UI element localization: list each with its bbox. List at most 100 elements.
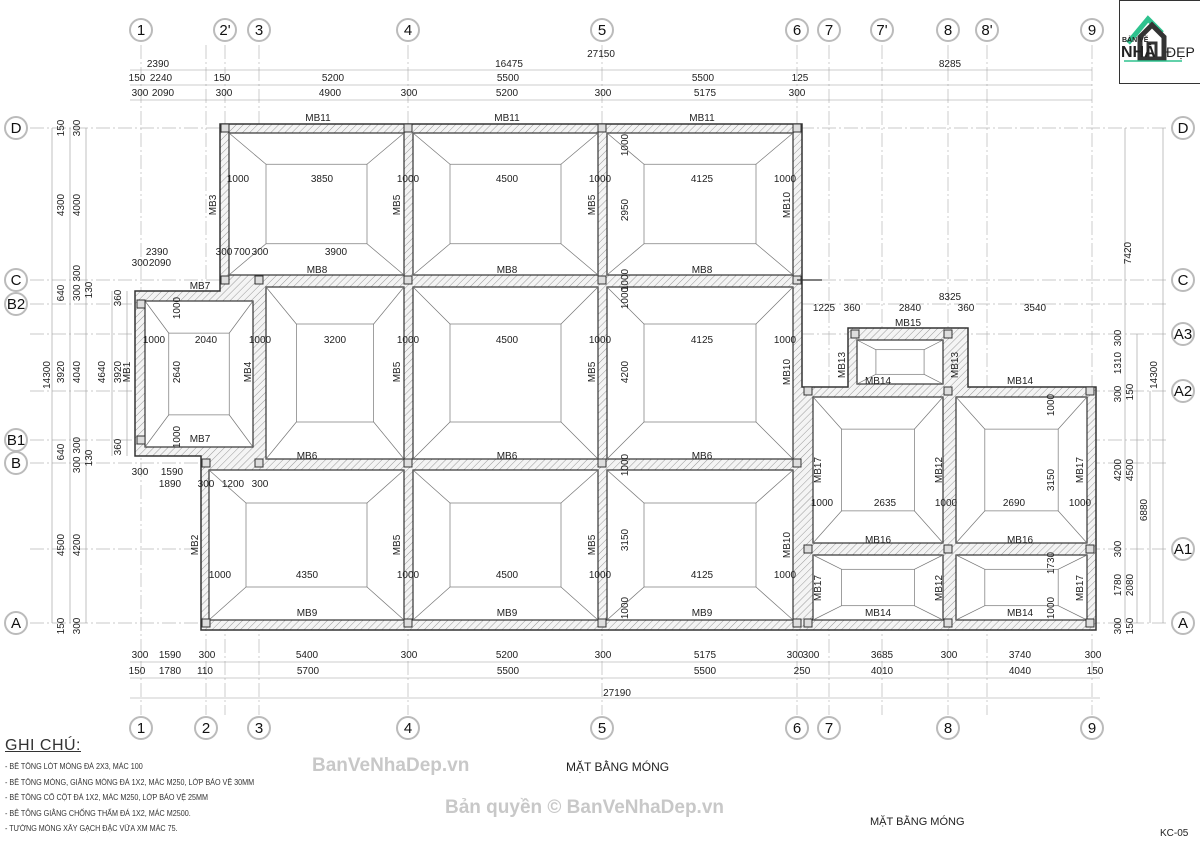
grid-label: B1 — [7, 432, 25, 449]
column — [803, 544, 813, 554]
dimension-label: 14300 — [1149, 361, 1160, 389]
grid-label: 8 — [944, 720, 952, 737]
beam-label: MB8 — [307, 265, 328, 276]
dimension-label: 300 — [132, 467, 149, 478]
beam-label: MB12 — [934, 457, 945, 484]
beam-label: MB16 — [865, 535, 892, 546]
dimension-label: 5500 — [497, 73, 520, 84]
dimension-label: 130 — [84, 281, 95, 298]
logo-text-nha: NHÀ — [1121, 42, 1156, 61]
dimension-label: 4500 — [56, 533, 67, 556]
grid-bubble: 7 — [817, 18, 841, 42]
column — [403, 618, 413, 628]
grid-bubble: 1 — [129, 18, 153, 42]
dimension-label: 3540 — [1024, 303, 1047, 314]
grid-label: 7 — [825, 22, 833, 39]
column — [254, 275, 264, 285]
dimension-label: 1000 — [589, 570, 612, 581]
grid-bubble: 2' — [213, 18, 237, 42]
column — [201, 618, 211, 628]
grid-bubble: 9 — [1080, 716, 1104, 740]
dimension-label: 5500 — [694, 666, 717, 677]
sheet-title: MẶT BẰNG MÓNG — [870, 816, 965, 828]
footing-pad — [412, 132, 599, 276]
dimension-label: 1000 — [774, 335, 797, 346]
dimension-label: 4500 — [496, 174, 519, 185]
note-line: - BÊ TÔNG MÓNG, GIẰNG MÓNG ĐÁ 1X2, MÁC M… — [5, 777, 255, 787]
column — [597, 123, 607, 133]
dimension-label: 300 — [1113, 385, 1124, 402]
column — [1085, 386, 1095, 396]
grid-bubble: 4 — [396, 18, 420, 42]
dimension-label: 5400 — [296, 650, 319, 661]
dimension-label: 3150 — [1046, 468, 1057, 491]
dimension-label: 4040 — [72, 360, 83, 383]
grid-label: 2' — [219, 22, 230, 39]
beam-label: MB14 — [1007, 608, 1034, 619]
dimension-label: 3150 — [620, 528, 631, 551]
footing-pad — [208, 469, 405, 621]
watermark: BanVeNhaDep.vn — [312, 755, 470, 776]
dimension-label: 300 — [941, 650, 958, 661]
column — [136, 435, 146, 445]
dimension-label: 2690 — [1003, 498, 1026, 509]
beam-label: MB8 — [497, 265, 518, 276]
grid-label: B2 — [7, 296, 25, 313]
column — [1085, 544, 1095, 554]
beam-label: MB7 — [190, 434, 211, 445]
grid-label: 8' — [981, 22, 992, 39]
dimension-label: 300 300 — [72, 264, 83, 301]
dimension-label: 1000 — [227, 174, 250, 185]
dimension-label: 5500 — [497, 666, 520, 677]
grid-bubble: 5 — [590, 716, 614, 740]
footing-pad — [228, 132, 405, 276]
dimension-label: 1000 — [172, 425, 183, 448]
dimension-label: 1000 — [397, 174, 420, 185]
grid-bubble: B2 — [4, 292, 28, 316]
grid-bubble: B1 — [4, 428, 28, 452]
grid-label: 1 — [137, 22, 145, 39]
notes-block: GHI CHÚ: - BÊ TÔNG LÓT MÓNG ĐÁ 2X3, MÁC … — [5, 737, 282, 837]
dimension-label: 150 — [214, 73, 231, 84]
dimension-label: 1000 — [811, 498, 834, 509]
dimension-label: 4040 — [1009, 666, 1032, 677]
dimension-label: 6880 — [1139, 498, 1150, 521]
grid-label: D — [11, 120, 22, 137]
dimension-label: 300 — [132, 650, 149, 661]
dimension-label: 1000 — [1046, 596, 1057, 619]
footing-pad — [812, 554, 944, 621]
grid-label: 7 — [825, 720, 833, 737]
grid-label: 1 — [137, 720, 145, 737]
beam-label: MB10 — [782, 359, 793, 386]
dimension-label: 1000 — [143, 335, 166, 346]
beam-label: MB17 — [813, 575, 824, 602]
beam-label: MB9 — [692, 608, 713, 619]
beam-label: MB5 — [587, 534, 598, 555]
dimension-label: 300 — [1085, 650, 1102, 661]
column — [850, 329, 860, 339]
beam-label: MB17 — [813, 457, 824, 484]
grid-label: C — [11, 272, 22, 289]
column — [792, 618, 802, 628]
dimension-label: 1225 — [813, 303, 836, 314]
dimension-label: 300 — [1113, 540, 1124, 557]
dimension-label: 1200 — [222, 479, 245, 490]
grid-label: 6 — [793, 22, 801, 39]
dimension-label: 1000 — [209, 570, 232, 581]
dimension-label: 300 — [216, 247, 233, 258]
dimension-label: 110 — [197, 666, 213, 677]
dimension-label: 1000 — [620, 596, 631, 619]
column — [254, 458, 264, 468]
dimension-label: 150 — [1125, 383, 1136, 400]
dimension-label: 130 — [84, 449, 95, 466]
dimension-label: 300 — [595, 650, 612, 661]
column — [943, 329, 953, 339]
dimension-label: 1000 — [935, 498, 958, 509]
grid-bubble: 1 — [129, 716, 153, 740]
column — [1085, 618, 1095, 628]
dimension-label: 300 — [401, 650, 418, 661]
beam-label: MB6 — [692, 451, 713, 462]
dimension-label: 1730 — [1046, 551, 1057, 574]
footing-pad — [412, 286, 599, 460]
grid-label: B — [11, 455, 21, 472]
